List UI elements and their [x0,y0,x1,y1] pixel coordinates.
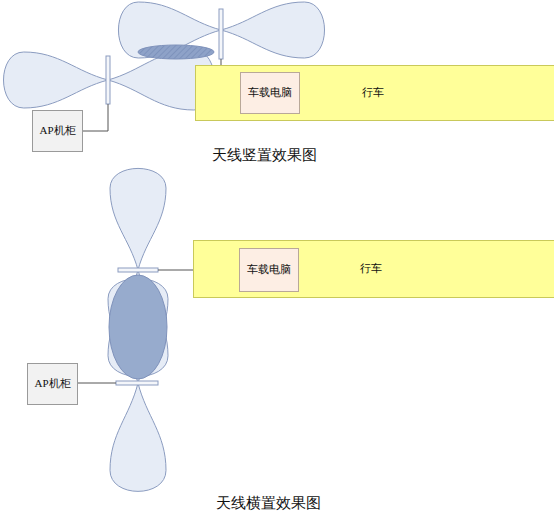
overlap-zone [138,45,214,59]
node-label: 行车 [362,86,384,99]
radiation-lobe [110,383,166,491]
figure-caption: 天线横置效果图 [216,494,321,513]
antenna [106,56,110,104]
radiation-lobe [110,168,166,270]
crane-box: 行车 车载电脑 [193,240,554,298]
cable [78,383,116,384]
radiation-lobe [4,52,108,108]
figure-caption: 天线竖置效果图 [212,146,317,165]
crane-box: 行车 车载电脑 [195,65,554,121]
vehicle-pc-box: 车载电脑 [239,248,299,292]
antenna [219,9,223,59]
radiation-lobe [221,2,325,58]
cable [83,104,108,131]
ap-cabinet-box: AP机柜 [32,110,83,152]
vehicle-pc-box: 车载电脑 [240,72,300,114]
antenna [118,268,158,272]
antenna [116,381,158,385]
node-label: 行车 [360,262,382,275]
node-label: 车载电脑 [248,86,292,99]
overlap-zone [109,275,167,379]
node-label: AP机柜 [34,377,70,390]
ap-cabinet-box: AP机柜 [27,363,78,405]
radiation-lobe [118,2,221,58]
node-label: 车载电脑 [247,263,291,276]
node-label: AP机柜 [39,124,75,137]
